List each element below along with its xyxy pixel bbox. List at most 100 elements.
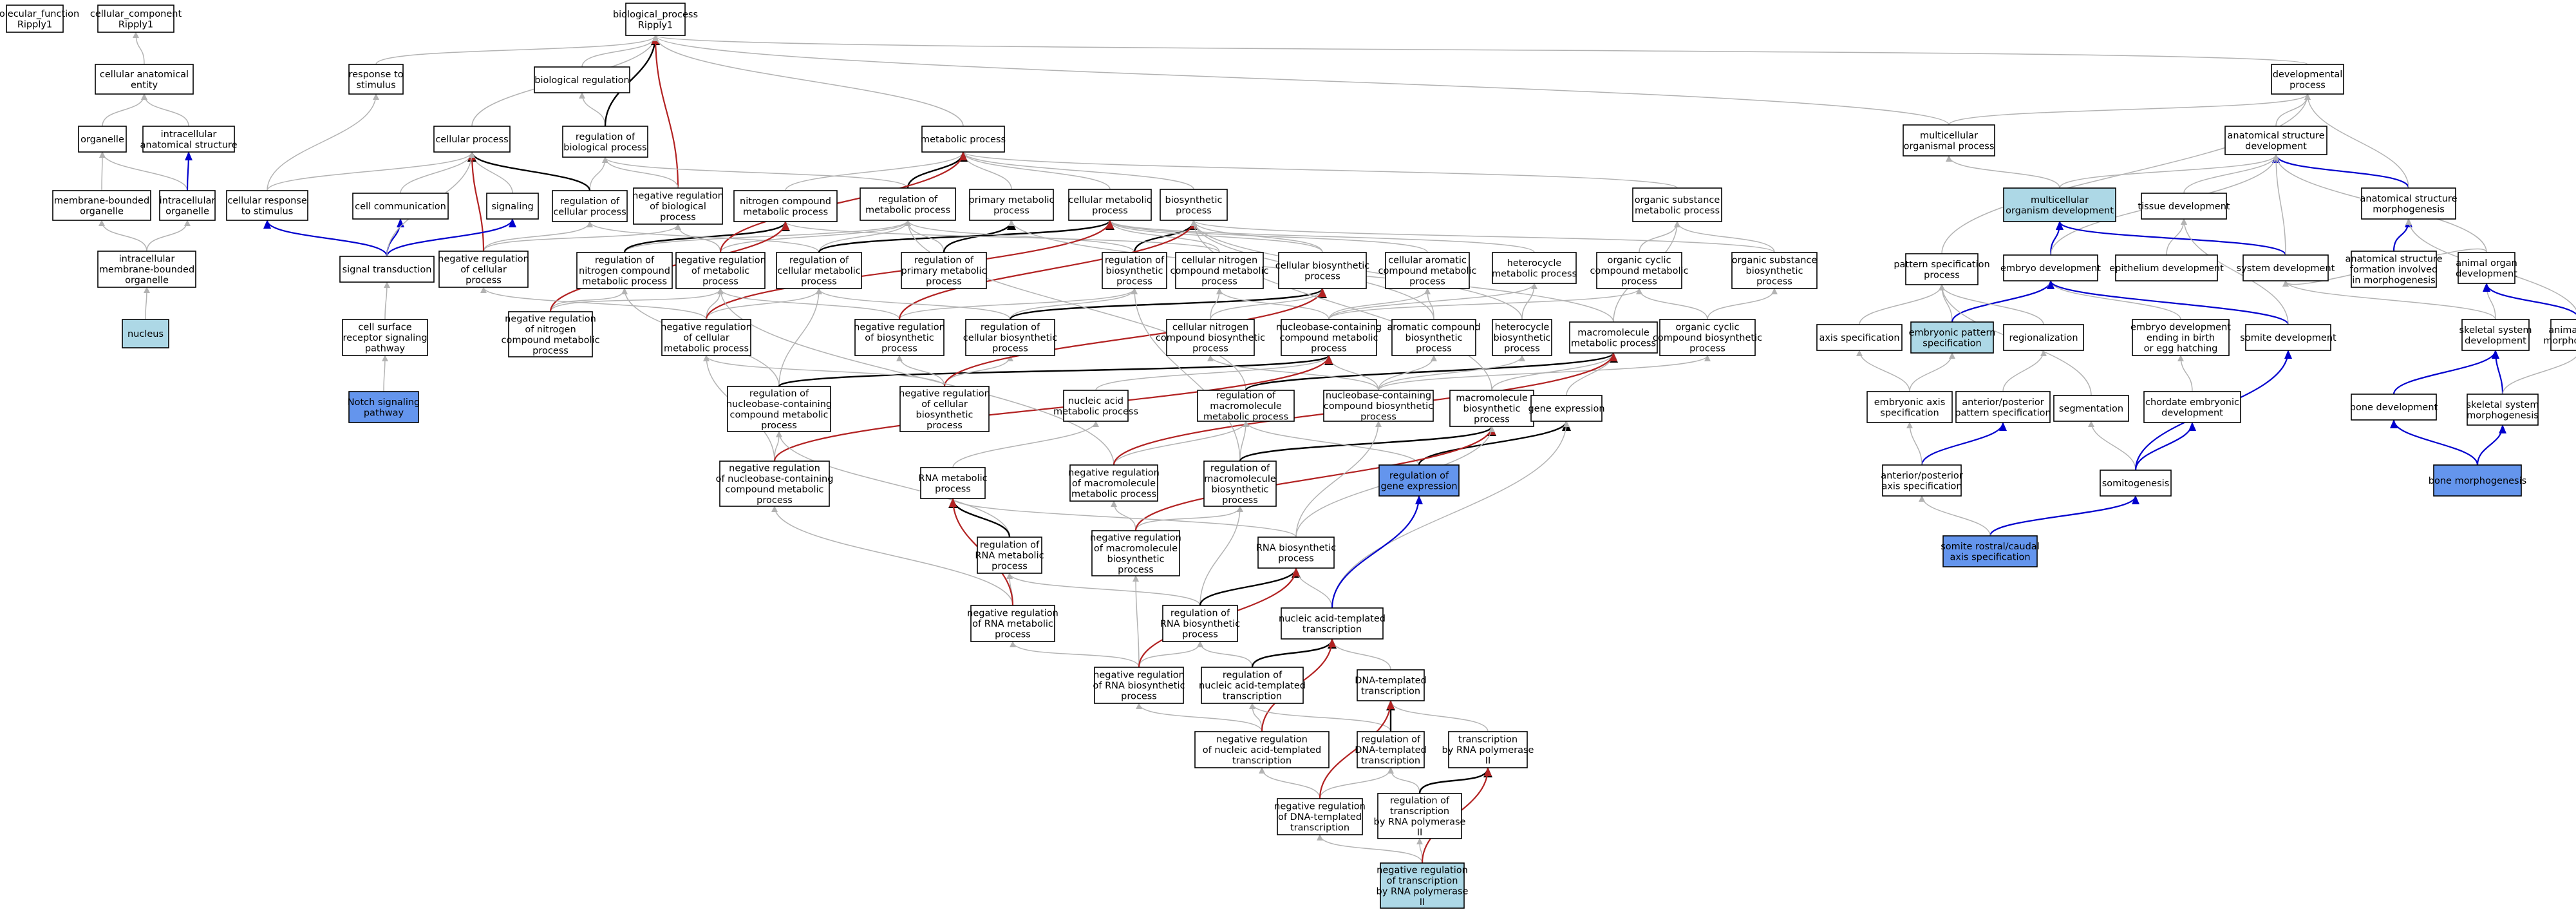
go-term-node-bonedev[interactable]: bone development — [2350, 394, 2438, 421]
go-term-node-regionalization[interactable]: regionalization — [2003, 324, 2084, 351]
go-term-node-somitogenesis[interactable]: somitogenesis — [2100, 470, 2172, 497]
go-term-node-tissdev[interactable]: tissue development — [2138, 193, 2230, 220]
go-term-node-somdev[interactable]: somite development — [2240, 324, 2336, 351]
go-term-node-axisspec[interactable]: axis specification — [1816, 324, 1903, 351]
go-term-node-organelle[interactable]: organelle — [78, 126, 127, 153]
go-term-node-cellproc[interactable]: cellular process — [433, 126, 511, 153]
go-term-node-metproc[interactable]: metabolic process — [921, 126, 1006, 153]
go-term-node-regmbp[interactable]: regulation ofmacromoleculebiosyntheticpr… — [1203, 461, 1277, 507]
go-term-node-sysdev[interactable]: system development — [2237, 254, 2335, 281]
go-term-node-regnbcmp[interactable]: regulation ofnucleobase-containingcompou… — [726, 386, 832, 432]
go-term-node-epidev[interactable]: epithelium development — [2109, 254, 2224, 281]
go-term-node-sigtrans[interactable]: signal transduction — [339, 256, 435, 283]
go-term-node-embdev[interactable]: embryo development — [2000, 254, 2101, 281]
go-term-node-cellcomm[interactable]: cell communication — [352, 193, 449, 220]
go-term-node-bioreg[interactable]: biological regulation — [534, 66, 630, 93]
go-term-node-signaling[interactable]: signaling — [486, 193, 539, 220]
go-term-node-nucleus[interactable]: nucleus — [122, 319, 169, 348]
